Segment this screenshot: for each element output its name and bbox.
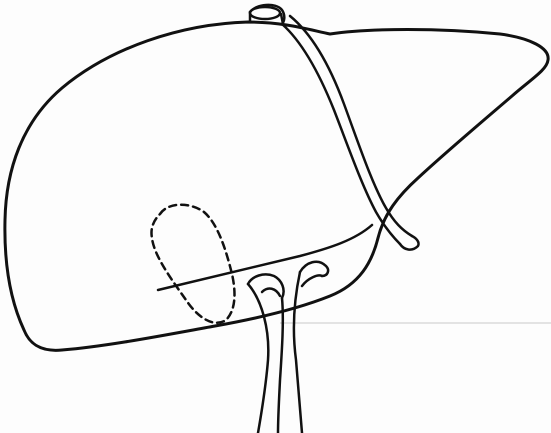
portal-vein-inner-wall bbox=[278, 298, 283, 433]
portal-vein-right-trunk bbox=[294, 272, 302, 433]
dashed-lesion-outline bbox=[151, 205, 234, 323]
portal-vein-right-branch-inner bbox=[302, 275, 322, 286]
portal-vein-left-trunk bbox=[248, 284, 268, 433]
portal-vein-left-branch-inner bbox=[262, 289, 280, 296]
portal-vein-right-branch bbox=[300, 262, 328, 276]
liver-inferior-edge bbox=[158, 225, 372, 290]
ligamentum-teres-tip bbox=[400, 236, 419, 250]
falciform-ligament-left bbox=[282, 24, 400, 244]
hepatic-vein-opening bbox=[250, 7, 280, 19]
liver-outline bbox=[5, 22, 548, 350]
